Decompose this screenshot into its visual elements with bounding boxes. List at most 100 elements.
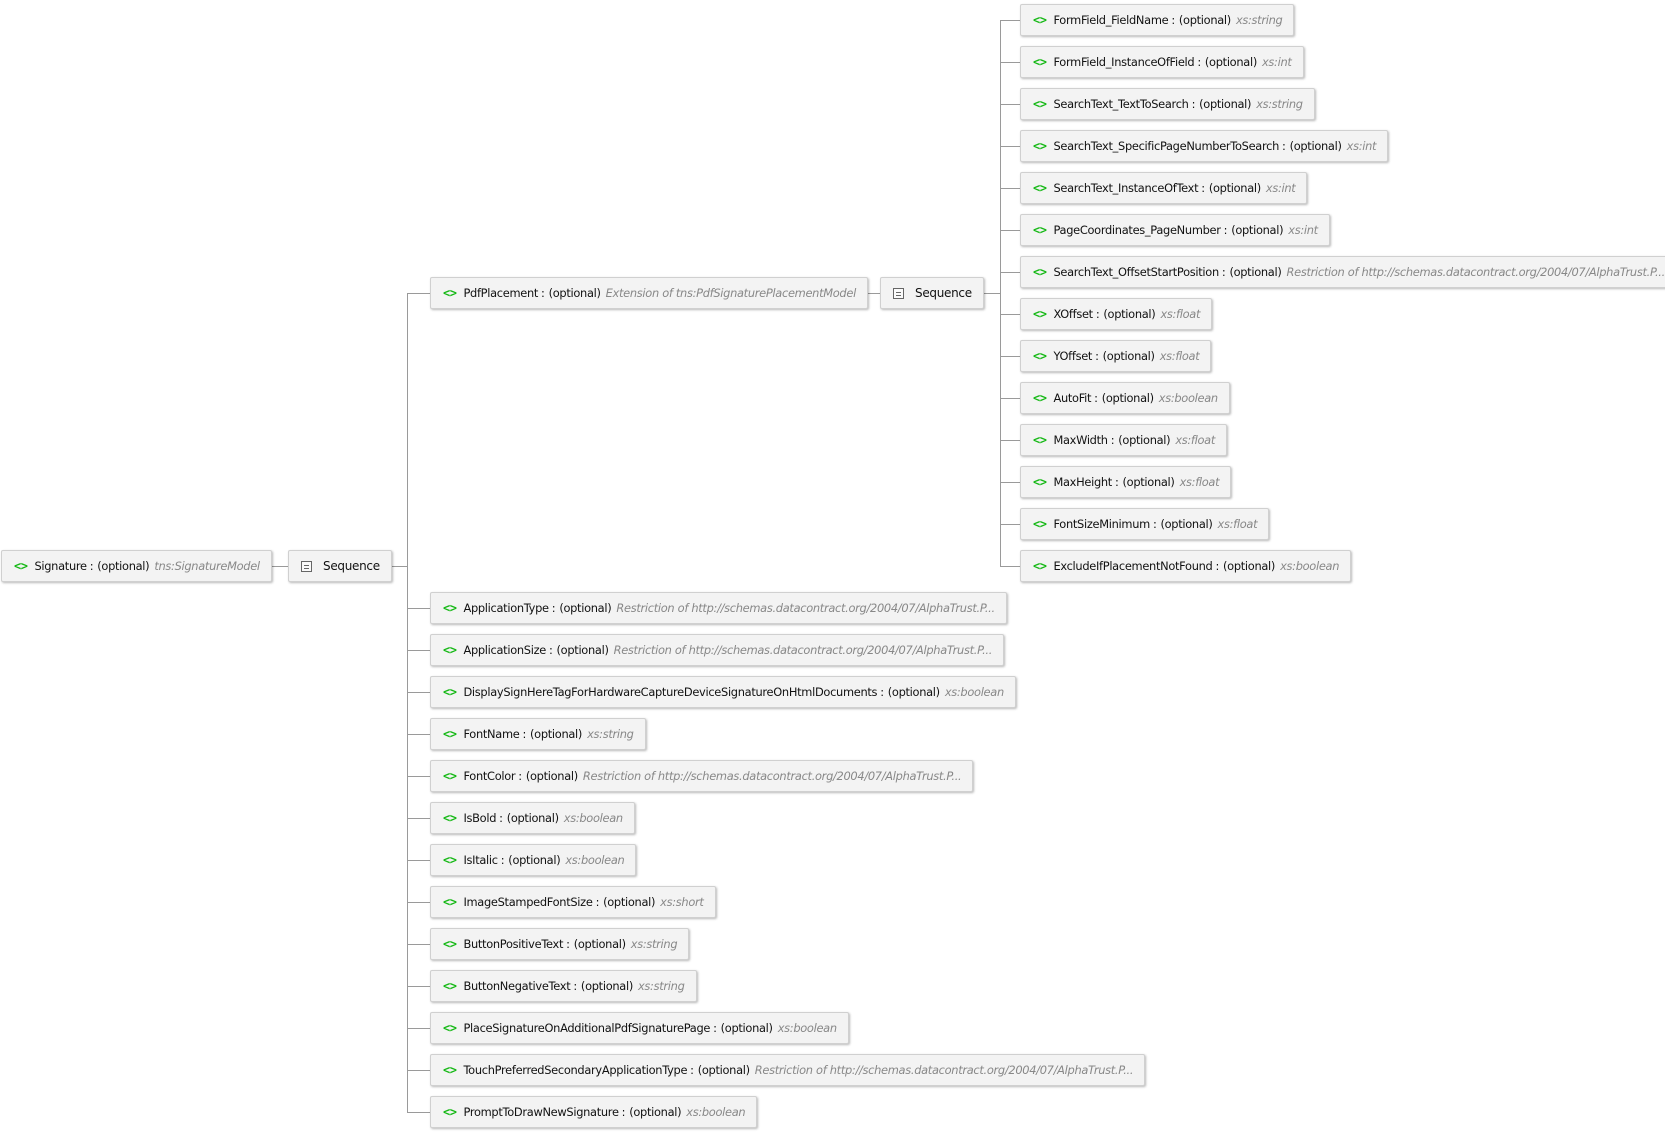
element-occurrence: (optional)	[1102, 349, 1155, 363]
element-icon: <>	[1033, 181, 1047, 195]
separator: :	[518, 769, 522, 783]
separator: :	[1095, 349, 1099, 363]
element-icon: <>	[443, 601, 457, 615]
element-node[interactable]: <>SearchText_TextToSearch:(optional)xs:s…	[1020, 88, 1315, 120]
element-node[interactable]: <>PromptToDrawNewSignature:(optional)xs:…	[430, 1096, 758, 1128]
element-name: FontSizeMinimum	[1053, 517, 1150, 531]
separator: :	[1215, 559, 1220, 573]
pdf-placement-node[interactable]: <> PdfPlacement : (optional) Extension o…	[430, 277, 868, 309]
element-icon: <>	[1033, 391, 1047, 405]
element-node[interactable]: <>TouchPreferredSecondaryApplicationType…	[430, 1054, 1146, 1086]
element-occurrence: (optional)	[603, 895, 656, 909]
element-name: ButtonPositiveText	[463, 937, 564, 951]
element-occurrence: (optional)	[1231, 223, 1284, 237]
element-node[interactable]: <>SearchText_SpecificPageNumberToSearch:…	[1020, 130, 1389, 162]
separator: :	[690, 1063, 694, 1077]
element-type: Restriction of http://schemas.datacontra…	[613, 643, 993, 657]
element-type: xs:string	[1256, 97, 1303, 111]
element-node[interactable]: <>YOffset:(optional)xs:float	[1020, 340, 1212, 372]
element-node[interactable]: <>MaxWidth:(optional)xs:float	[1020, 424, 1228, 456]
element-node[interactable]: <>ExcludeIfPlacementNotFound:(optional)x…	[1020, 550, 1352, 582]
separator: :	[1110, 433, 1115, 447]
element-type: xs:short	[660, 895, 704, 909]
element-name: IsItalic	[463, 853, 498, 867]
element-node[interactable]: <>MaxHeight:(optional)xs:float	[1020, 466, 1232, 498]
element-occurrence: (optional)	[1103, 307, 1156, 321]
element-name: SearchText_OffsetStartPosition	[1053, 265, 1219, 279]
element-name: FontColor	[463, 769, 516, 783]
separator: :	[1223, 223, 1228, 237]
placement-sequence-node[interactable]: Sequence	[880, 277, 984, 309]
element-node[interactable]: <>XOffset:(optional)xs:float	[1020, 298, 1213, 330]
element-type: tns:SignatureModel	[154, 559, 260, 573]
element-node[interactable]: <>ButtonNegativeText:(optional)xs:string	[430, 970, 697, 1002]
separator: :	[1201, 181, 1205, 195]
sequence-icon	[301, 560, 312, 572]
element-icon: <>	[1033, 13, 1047, 27]
element-icon: <>	[443, 895, 457, 909]
separator: :	[566, 937, 570, 951]
element-node[interactable]: <>IsItalic:(optional)xs:boolean	[430, 844, 637, 876]
element-node[interactable]: <>FormField_InstanceOfField:(optional)xs…	[1020, 46, 1304, 78]
element-type: xs:int	[1288, 223, 1318, 237]
element-occurrence: (optional)	[1229, 265, 1282, 279]
element-occurrence: (optional)	[1208, 181, 1261, 195]
element-node[interactable]: <>AutoFit:(optional)xs:boolean	[1020, 382, 1230, 414]
element-occurrence: (optional)	[1118, 433, 1171, 447]
element-node[interactable]: <>FontSizeMinimum:(optional)xs:float	[1020, 508, 1270, 540]
separator: :	[1197, 55, 1201, 69]
element-node[interactable]: <> ImageStampedFontSize:(optional) xs:shor…	[430, 886, 716, 918]
separator: :	[1282, 139, 1286, 153]
element-node[interactable]: <>FormField_FieldName:(optional)xs:strin…	[1020, 4, 1295, 36]
separator: :	[499, 811, 503, 825]
element-name: FormField_InstanceOfField	[1053, 55, 1195, 69]
sequence-node[interactable]: Sequence	[288, 550, 392, 582]
element-icon: <>	[443, 286, 457, 300]
element-name: FormField_FieldName	[1053, 13, 1169, 27]
element-node[interactable]: <>ApplicationType:(optional)Restriction …	[430, 592, 1007, 624]
element-icon: <>	[443, 643, 457, 657]
element-occurrence: (optional)	[1204, 55, 1257, 69]
element-node[interactable]: <>DisplaySignHereTagForHardwareCaptureDe…	[430, 676, 1016, 708]
element-icon: <>	[1033, 97, 1047, 111]
element-type: xs:string	[630, 937, 678, 951]
element-node[interactable]: <>ButtonPositiveText:(optional)xs:string	[430, 928, 690, 960]
root-element-node[interactable]: <> Signature : (optional) tns:SignatureM…	[1, 550, 272, 582]
element-name: PromptToDrawNewSignature	[463, 1105, 619, 1119]
element-type: xs:int	[1261, 55, 1292, 69]
element-name: ApplicationSize	[463, 643, 546, 657]
element-node[interactable]: <>PageCoordinates_PageNumber:(optional)x…	[1020, 214, 1330, 246]
separator: :	[548, 643, 553, 657]
element-node[interactable]: <>FontColor:(optional)Restriction of htt…	[430, 760, 974, 792]
separator: :	[1095, 307, 1100, 321]
element-type: xs:boolean	[1158, 391, 1218, 405]
element-node[interactable]: <>ApplicationSize:(optional)Restriction …	[430, 634, 1005, 666]
element-type: xs:string	[1235, 13, 1283, 27]
element-node[interactable]: <>PlaceSignatureOnAdditionalPdfSignature…	[430, 1012, 849, 1044]
element-occurrence: (optional)	[97, 559, 150, 573]
element-name: FontName	[463, 727, 520, 741]
element-type: xs:string	[637, 979, 685, 993]
element-type: xs:float	[1159, 349, 1200, 363]
element-name: Signature	[34, 559, 87, 573]
element-name: ApplicationType	[463, 601, 549, 615]
element-name: ImageStampedFontSize	[463, 895, 593, 909]
separator: :	[595, 895, 600, 909]
element-occurrence: (optional)	[580, 979, 633, 993]
element-occurrence: (optional)	[887, 685, 940, 699]
element-node[interactable]: <>SearchText_InstanceOfText:(optional)xs…	[1020, 172, 1308, 204]
element-name: DisplaySignHereTagForHardwareCaptureDevi…	[463, 685, 878, 699]
element-occurrence: (optional)	[1122, 475, 1175, 489]
element-name: SearchText_SpecificPageNumberToSearch	[1053, 139, 1280, 153]
separator: :	[621, 1105, 626, 1119]
element-type: xs:float	[1217, 517, 1258, 531]
element-name: SearchText_InstanceOfText	[1053, 181, 1199, 195]
element-icon: <>	[1033, 433, 1047, 447]
element-node[interactable]: <>FontName:(optional)xs:string	[430, 718, 646, 750]
element-type: xs:boolean	[686, 1105, 746, 1119]
element-node[interactable]: <>SearchText_OffsetStartPosition:(option…	[1020, 256, 1665, 288]
element-name: SearchText_TextToSearch	[1053, 97, 1189, 111]
element-node[interactable]: <>IsBold:(optional)xs:boolean	[430, 802, 635, 834]
